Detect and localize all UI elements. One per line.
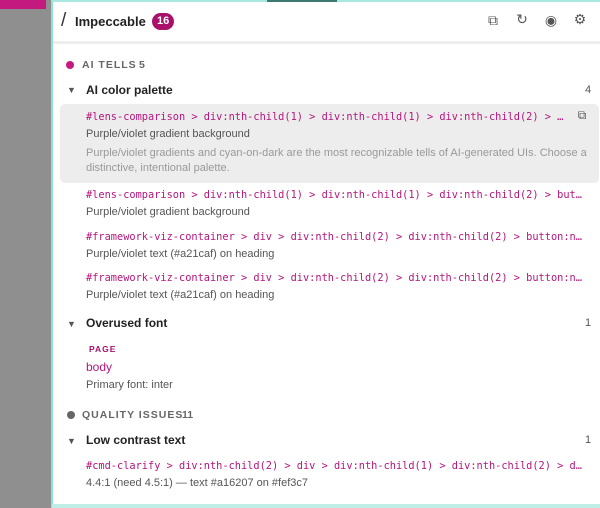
- issue-selector[interactable]: #framework-viz-container > div > div:nth…: [86, 231, 588, 243]
- issue-selector[interactable]: #lens-comparison > div:nth-child(1) > di…: [86, 189, 588, 201]
- category-count: 11: [182, 409, 194, 421]
- issue-selector[interactable]: #framework-viz-container > div > div:nth…: [86, 272, 588, 284]
- issue-description: Primary font: inter: [86, 379, 173, 391]
- panel-resize-handle[interactable]: [267, 0, 337, 2]
- gear-icon[interactable]: ⚙: [573, 11, 587, 27]
- collapse-triangle-icon[interactable]: ▼: [67, 436, 76, 446]
- collapse-triangle-icon[interactable]: ▼: [67, 85, 76, 95]
- scope-label: PAGE: [89, 344, 117, 354]
- group-count: 1: [585, 434, 592, 446]
- group-count: 1: [585, 317, 592, 329]
- issue-description: Purple/violet gradient background: [86, 128, 250, 140]
- copy-icon[interactable]: ⧉: [488, 12, 498, 28]
- issue-selector[interactable]: #lens-comparison > div:nth-child(1) > di…: [86, 111, 568, 123]
- header-slash: /: [61, 10, 67, 31]
- refresh-icon[interactable]: ↻: [516, 11, 528, 27]
- panel-bottom-border: [52, 504, 600, 508]
- page-title: Impeccable: [75, 14, 146, 29]
- group-title[interactable]: AI color palette: [86, 83, 173, 97]
- issue-description: Purple/violet text (#a21caf) on heading: [86, 289, 275, 301]
- page-accent-bar: [0, 0, 46, 9]
- issue-selector[interactable]: #cmd-clarify > div:nth-child(2) > div > …: [86, 460, 588, 472]
- ai-tells-dot-icon: [66, 61, 74, 69]
- issue-description: Purple/violet text (#a21caf) on heading: [86, 248, 275, 260]
- category-count: 5: [139, 59, 145, 71]
- issue-description: 4.4:1 (need 4.5:1) — text #a16207 on #fe…: [86, 477, 308, 489]
- issue-explanation: Purple/violet gradients and cyan-on-dark…: [86, 147, 587, 174]
- issue-selector[interactable]: body: [86, 360, 113, 374]
- panel-border: [51, 0, 53, 508]
- quality-issues-dot-icon: [67, 411, 75, 419]
- copy-selector-icon[interactable]: ⧉: [577, 108, 587, 122]
- category-label: QUALITY ISSUES: [82, 409, 184, 421]
- category-label: AI TELLS: [82, 59, 137, 71]
- group-title[interactable]: Low contrast text: [86, 433, 186, 447]
- collapse-triangle-icon[interactable]: ▼: [67, 319, 76, 329]
- background-page: [0, 0, 52, 508]
- issue-count-badge: 16: [152, 13, 175, 30]
- group-count: 4: [585, 84, 592, 96]
- group-title[interactable]: Overused font: [86, 316, 168, 330]
- header-divider: [53, 41, 600, 44]
- eye-icon[interactable]: ◉: [544, 12, 558, 28]
- issue-item-selected[interactable]: [60, 104, 599, 183]
- issue-description: Purple/violet gradient background: [86, 206, 250, 218]
